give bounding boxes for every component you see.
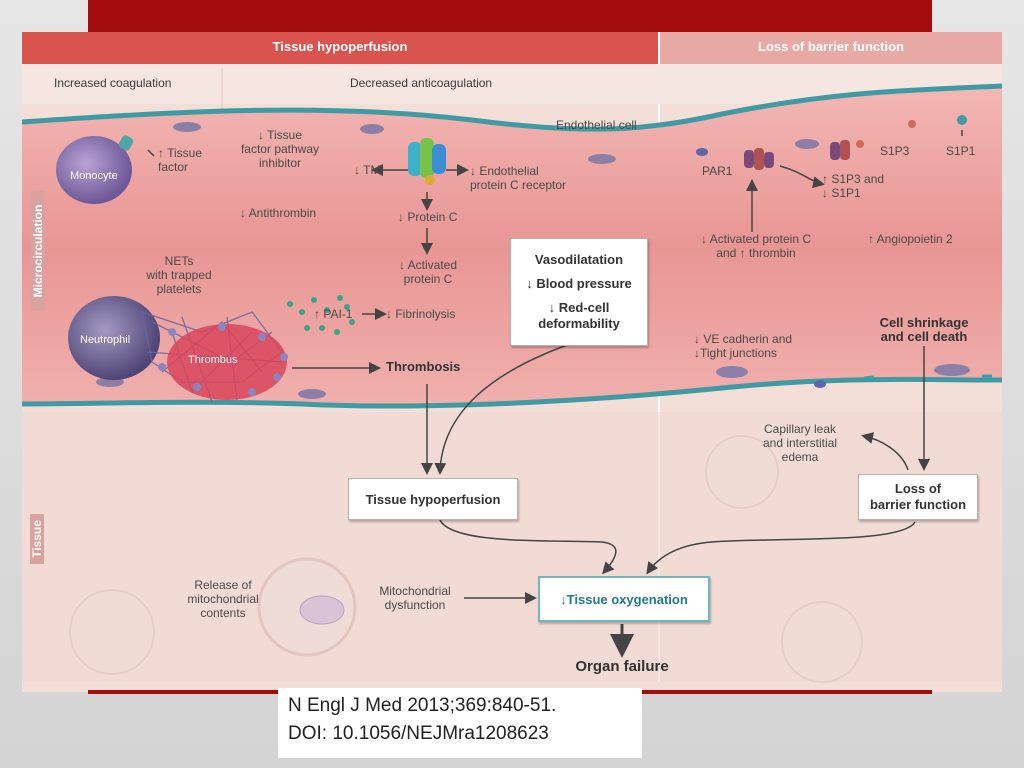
nets-label: NETs with trapped platelets <box>146 254 212 296</box>
release-mito-label: Release of mitochondrial contents <box>187 578 259 620</box>
header-tissue-hypoperfusion: Tissue hypoperfusion <box>272 39 408 54</box>
tissue-oxygenation-box: ↓Tissue oxygenation <box>538 576 710 622</box>
citation-line-1: N Engl J Med 2013;369:840-51. <box>288 695 557 716</box>
vaso-line-3: ↓ Red-cell <box>548 300 610 315</box>
neutrophil-cell <box>68 296 160 380</box>
vaso-line-2: ↓ Blood pressure <box>526 276 632 291</box>
header-left-bg <box>22 32 658 64</box>
thrombosis-label: Thrombosis <box>386 359 461 374</box>
vaso-line-1: Vasodilatation <box>534 252 624 267</box>
tissue-factor-label: ↑ Tissue factor <box>158 146 203 174</box>
protein-c-label: ↓ Protein C <box>398 210 458 224</box>
tm-label: ↓ TM <box>354 163 381 177</box>
s1p3-label: S1P3 <box>880 144 910 158</box>
s1p3-receptor <box>830 140 864 160</box>
subheader-decreased-anticoagulation: Decreased anticoagulation <box>350 76 493 90</box>
neutrophil-label: Neutrophil <box>80 334 131 346</box>
citation-box: N Engl J Med 2013;369:840-51. DOI: 10.10… <box>278 688 642 758</box>
angiopoietin-label: ↑ Angiopoietin 2 <box>868 232 953 246</box>
side-label-tissue: Tissue <box>30 514 44 564</box>
s1p1-label: S1P1 <box>946 144 976 158</box>
organ-failure-label: Organ failure <box>575 658 669 675</box>
pai1-label: ↑ PAI-1 <box>314 307 353 321</box>
tm-epcr-complex <box>408 138 446 185</box>
vessel-wall-top <box>22 83 1002 132</box>
pathophysiology-figure: Tissue hypoperfusion Loss of barrier fun… <box>22 32 1002 692</box>
subheader-increased-coagulation: Increased coagulation <box>54 76 172 90</box>
citation-line-2: DOI: 10.1056/NEJMra1208623 <box>288 723 549 744</box>
par1-label: PAR1 <box>702 164 733 178</box>
header-right-bg <box>660 32 1002 64</box>
par1-receptor <box>744 148 774 170</box>
monocyte-label: Monocyte <box>70 170 118 182</box>
figure-graphics <box>22 32 1002 683</box>
thrombus-label: Thrombus <box>188 354 238 366</box>
ve-cadherin-label: ↓ VE cadherin and ↓Tight junctions <box>694 332 793 360</box>
s1p3-and-s1p1-label: ↑ S1P3 and ↓ S1P1 <box>822 172 885 200</box>
endothelial-cell-label: Endothelial cell <box>556 118 637 132</box>
loss-barrier-line-2: barrier function <box>869 497 967 512</box>
vaso-line-4: deformability <box>538 316 620 331</box>
apc-thrombin-label: ↓ Activated protein C and ↑ thrombin <box>700 232 812 260</box>
fibrinolysis-label: ↓ Fibrinolysis <box>386 307 456 321</box>
side-label-microcirculation: Microcirculation <box>31 191 45 311</box>
activated-protein-c-label: ↓ Activated protein C <box>398 258 458 286</box>
tfpi-label: ↓ Tissue factor pathway inhibitor <box>240 128 320 170</box>
capillary-leak-label: Capillary leak and interstitial edema <box>762 422 838 464</box>
monocyte-cell <box>56 136 132 204</box>
thrombus-mass <box>167 324 287 400</box>
mito-dysfunction-label: Mitochondrial dysfunction <box>379 584 451 612</box>
epcr-label: ↓ Endothelial protein C receptor <box>470 164 567 192</box>
top-red-bar <box>88 0 932 32</box>
vessel-wall-bottom <box>22 376 1002 409</box>
cell-shrinkage-label: Cell shrinkage and cell death <box>879 315 969 344</box>
tissue-hypoperfusion-box: Tissue hypoperfusion <box>348 478 518 520</box>
header-loss-barrier: Loss of barrier function <box>758 39 904 54</box>
loss-of-barrier-box: Loss of barrier function <box>858 474 978 520</box>
antithrombin-label: ↓ Antithrombin <box>240 206 317 220</box>
vasodilatation-box: Vasodilatation ↓ Blood pressure ↓ Red-ce… <box>510 238 648 346</box>
loss-barrier-line-1: Loss of <box>894 481 942 496</box>
